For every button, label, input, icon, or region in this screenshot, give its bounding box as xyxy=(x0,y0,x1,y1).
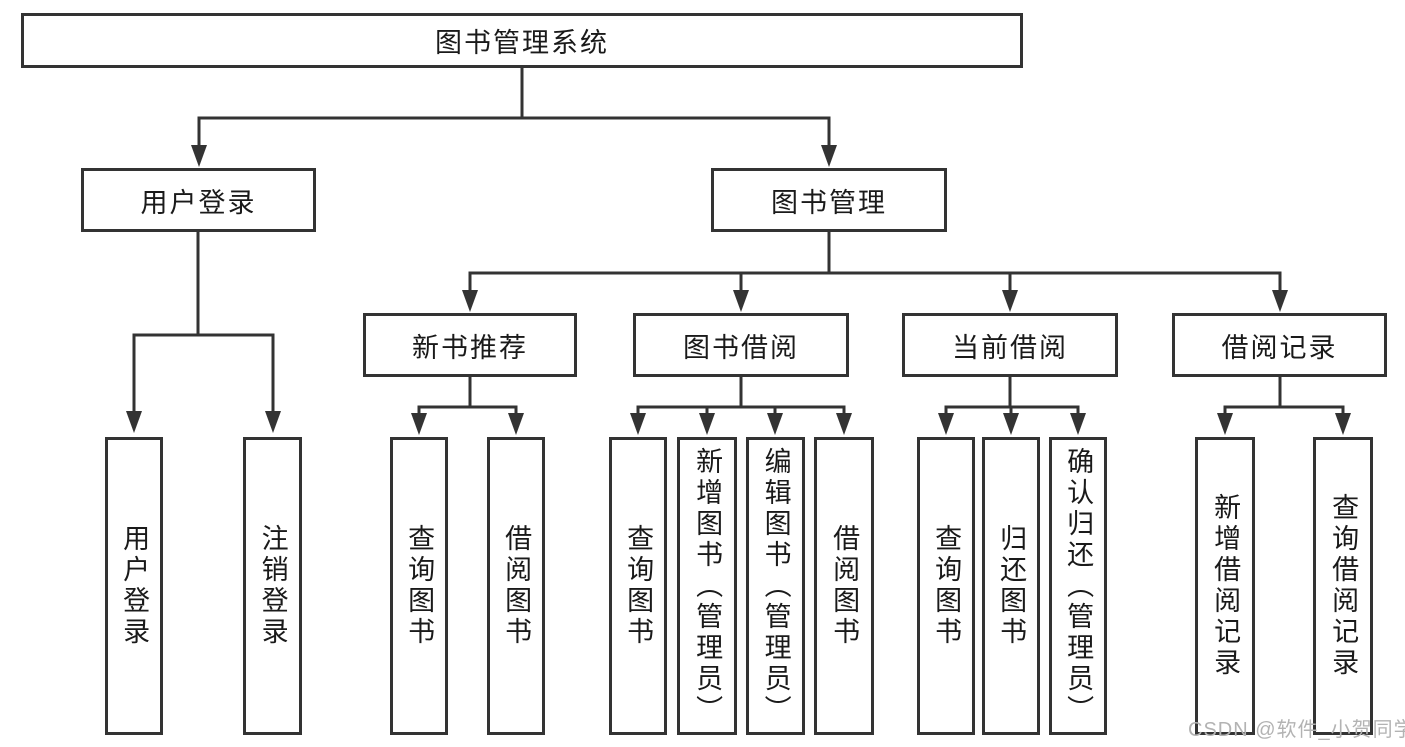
arrowhead-down-icon xyxy=(191,145,207,167)
node-borrowing-records: 借阅记录 xyxy=(1172,313,1387,377)
connector-path xyxy=(1223,374,1345,417)
node-leaf-br-query-record: 查询借阅记录 xyxy=(1313,437,1373,735)
node-label: 新增借阅记录 xyxy=(1210,493,1241,679)
node-leaf-logout: 注销登录 xyxy=(243,437,302,735)
node-label: 当前借阅 xyxy=(952,332,1068,363)
node-leaf-user-login: 用户登录 xyxy=(105,437,163,735)
node-leaf-bb-query-books: 查询图书 xyxy=(609,437,667,735)
node-user-login: 用户登录 xyxy=(81,168,316,232)
arrowhead-down-icon xyxy=(265,411,281,433)
node-label: 用户登录 xyxy=(140,187,257,218)
node-label: 新增图书（管理员） xyxy=(692,446,723,726)
node-leaf-bb-edit-books-admin: 编辑图书（管理员） xyxy=(746,437,805,735)
arrowhead-down-icon xyxy=(821,145,837,167)
connector-path xyxy=(636,374,846,417)
node-book-borrowing: 图书借阅 xyxy=(633,313,849,377)
node-label: 查询图书 xyxy=(404,524,435,648)
connector-path xyxy=(417,374,518,417)
node-label: 归还图书 xyxy=(996,524,1027,648)
arrowhead-down-icon xyxy=(733,290,749,312)
node-label: 查询图书 xyxy=(931,524,962,648)
arrowhead-down-icon xyxy=(938,413,954,435)
node-label: 新书推荐 xyxy=(412,332,528,363)
node-leaf-br-add-record: 新增借阅记录 xyxy=(1195,437,1255,735)
node-leaf-bb-add-books-admin: 新增图书（管理员） xyxy=(677,437,737,735)
node-label: 图书管理系统 xyxy=(435,28,609,58)
node-label: 图书管理 xyxy=(771,187,887,218)
node-leaf-cb-return-books: 归还图书 xyxy=(982,437,1040,735)
arrowhead-down-icon xyxy=(1272,290,1288,312)
watermark: CSDN @软件_小贺同学 xyxy=(1188,719,1405,741)
node-book-management: 图书管理 xyxy=(711,168,947,232)
node-label: 图书借阅 xyxy=(683,332,799,363)
connector-path xyxy=(132,228,275,415)
node-label: 查询图书 xyxy=(623,524,654,648)
arrowhead-down-icon xyxy=(1002,290,1018,312)
node-current-borrowing: 当前借阅 xyxy=(902,313,1118,377)
arrowhead-down-icon xyxy=(126,411,142,433)
arrowhead-down-icon xyxy=(462,290,478,312)
node-label: 确认归还（管理员） xyxy=(1063,446,1094,726)
arrowhead-down-icon xyxy=(1070,413,1086,435)
node-leaf-cb-query-books: 查询图书 xyxy=(917,437,975,735)
arrowhead-down-icon xyxy=(1335,413,1351,435)
arrowhead-down-icon xyxy=(767,413,783,435)
node-label: 借阅图书 xyxy=(829,524,860,648)
arrowhead-down-icon xyxy=(1217,413,1233,435)
arrowhead-down-icon xyxy=(630,413,646,435)
arrowhead-down-icon xyxy=(699,413,715,435)
node-label: 查询借阅记录 xyxy=(1328,493,1359,679)
node-label: 借阅图书 xyxy=(501,524,532,648)
node-new-book-recommend: 新书推荐 xyxy=(363,313,577,377)
arrowhead-down-icon xyxy=(411,413,427,435)
node-leaf-nbr-query-books: 查询图书 xyxy=(390,437,448,735)
arrowhead-down-icon xyxy=(836,413,852,435)
node-label: 借阅记录 xyxy=(1221,332,1338,363)
node-library-management-system: 图书管理系统 xyxy=(21,13,1023,68)
connector-path xyxy=(197,64,831,149)
node-leaf-nbr-borrow-books: 借阅图书 xyxy=(487,437,545,735)
connector-path xyxy=(944,374,1080,417)
node-label: 用户登录 xyxy=(119,524,150,648)
node-leaf-cb-confirm-return-admin: 确认归还（管理员） xyxy=(1049,437,1107,735)
node-label: 编辑图书（管理员） xyxy=(760,446,791,726)
arrowhead-down-icon xyxy=(508,413,524,435)
node-leaf-bb-borrow-books: 借阅图书 xyxy=(814,437,874,735)
node-label: 注销登录 xyxy=(257,524,288,648)
connector-path xyxy=(468,228,1282,294)
arrowhead-down-icon xyxy=(1003,413,1019,435)
